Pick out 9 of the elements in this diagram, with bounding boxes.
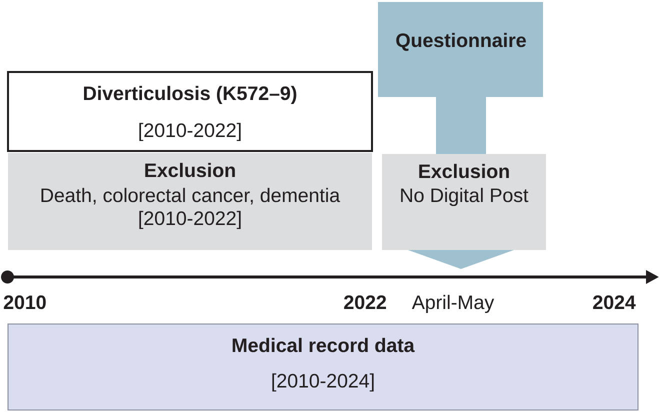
year-label: 2022 <box>344 295 386 310</box>
exclusion-box: Exclusion No Digital Post <box>382 154 546 250</box>
record-period-box: Medical record data [2010-2024] <box>8 324 638 410</box>
period-label: April-May <box>412 294 494 314</box>
cohort-box: Diverticulosis (K572–9) [2010-2022] <box>7 71 373 152</box>
exclusion-box: Exclusion Death, colorectal cancer, dementia [2010-2022] <box>8 153 372 250</box>
year-label: 2010 <box>4 295 46 310</box>
questionnaire-box: Questionnaire <box>378 2 543 97</box>
arrow-head <box>408 250 514 269</box>
